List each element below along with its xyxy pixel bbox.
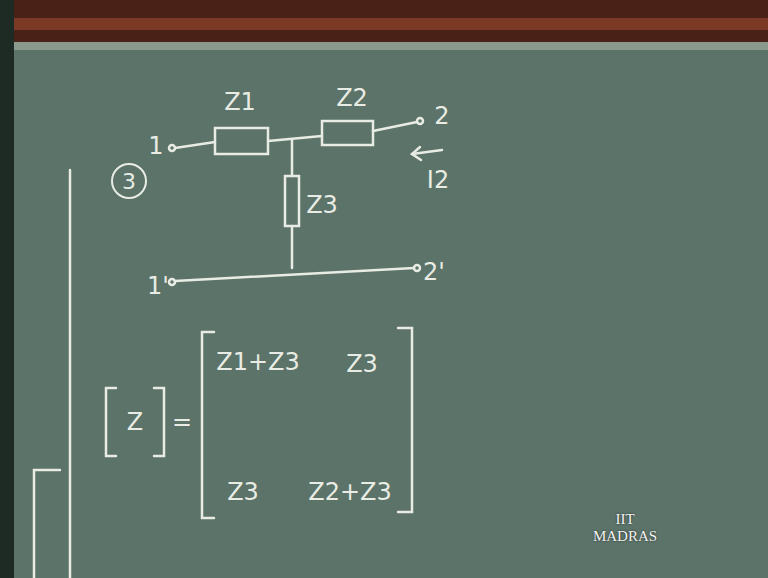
current-label: I2 — [427, 168, 449, 192]
matrix-symbol: Z — [127, 410, 143, 434]
matrix-cell: Z3 — [227, 480, 259, 504]
terminal-label: 1' — [147, 274, 169, 298]
matrix-cell: Z1+Z3 — [216, 350, 300, 374]
impedance-label: Z2 — [336, 86, 368, 110]
impedance-label: Z1 — [224, 90, 256, 114]
matrix-cell: Z3 — [346, 352, 378, 376]
impedance-label: Z3 — [306, 193, 338, 217]
equals-sign: = — [172, 410, 192, 434]
node-text: 3 — [122, 169, 136, 194]
terminal-label: 2 — [434, 104, 449, 128]
matrix-cell: Z2+Z3 — [308, 480, 392, 504]
terminal-label: 1 — [148, 134, 163, 158]
terminal-label: 2' — [423, 260, 445, 284]
circled-number: 3 — [111, 163, 147, 199]
watermark: IIT MADRAS — [590, 511, 660, 544]
